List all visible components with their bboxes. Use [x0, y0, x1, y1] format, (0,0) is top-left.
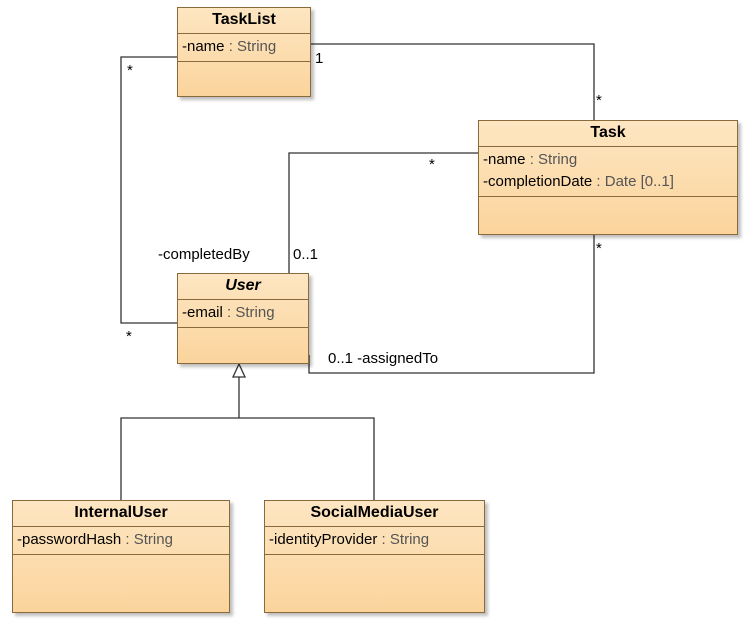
attribute-type: Date [0..1]	[604, 173, 674, 190]
attribute-compartment: -email : String	[178, 300, 308, 328]
attribute-name: -passwordHash	[17, 531, 122, 548]
role-label: 0..1 -assignedTo	[328, 350, 439, 367]
attribute-type: String	[538, 151, 578, 168]
attribute-compartment: -passwordHash : String	[13, 527, 229, 555]
generalization-arrowhead	[231, 362, 247, 378]
attribute-separator: :	[377, 531, 390, 548]
class-internaluser[interactable]: InternalUser -passwordHash : String	[12, 500, 230, 613]
attribute-type: String	[389, 531, 430, 548]
tasklist-user-association	[120, 56, 177, 324]
role-label: -completedBy	[158, 246, 250, 263]
class-task[interactable]: Task -name : String -completionDate : Da…	[478, 120, 738, 235]
attribute-separator: :	[592, 173, 605, 190]
attribute-compartment: -name : String -completionDate : Date [0…	[479, 147, 737, 197]
class-tasklist[interactable]: TaskList -name : String	[177, 7, 311, 97]
attribute-row: -passwordHash : String	[17, 529, 229, 551]
assignedto-association	[308, 235, 595, 374]
attribute-compartment: -identityProvider : String	[265, 527, 484, 555]
attribute-row: -completionDate : Date [0..1]	[483, 171, 737, 193]
attribute-separator: :	[222, 304, 236, 321]
multiplicity-label: *	[596, 92, 602, 109]
attribute-separator: :	[121, 531, 134, 548]
class-socialmediauser[interactable]: SocialMediaUser -identityProvider : Stri…	[264, 500, 485, 613]
attribute-separator: :	[525, 151, 539, 168]
attribute-name: -name	[483, 151, 526, 168]
multiplicity-label: *	[127, 62, 133, 79]
attribute-row: -name : String	[182, 36, 310, 58]
attribute-name: -identityProvider	[269, 531, 378, 548]
multiplicity-label: *	[596, 240, 602, 257]
attribute-row: -identityProvider : String	[269, 529, 484, 551]
tasklist-task-association	[310, 43, 595, 120]
attribute-name: -email	[182, 304, 223, 321]
multiplicity-label: *	[126, 328, 132, 345]
attribute-name: -name	[182, 38, 225, 55]
attribute-name: -completionDate	[483, 173, 593, 190]
class-name: SocialMediaUser	[265, 501, 484, 527]
attribute-row: -email : String	[182, 302, 308, 324]
class-name: InternalUser	[13, 501, 229, 527]
generalization-branches	[120, 417, 375, 500]
attribute-type: String	[133, 531, 173, 548]
attribute-row: -name : String	[483, 149, 737, 171]
multiplicity-label: 1	[315, 50, 324, 67]
multiplicity-label: *	[429, 156, 435, 173]
attribute-separator: :	[224, 38, 238, 55]
class-user[interactable]: User -email : String	[177, 273, 309, 364]
multiplicity-label: 0..1	[293, 246, 319, 263]
class-name: TaskList	[178, 8, 310, 34]
completedby-association	[288, 152, 478, 273]
attribute-type: String	[237, 38, 277, 55]
attribute-compartment: -name : String	[178, 34, 310, 62]
attribute-type: String	[235, 304, 275, 321]
class-name: Task	[479, 121, 737, 147]
class-name: User	[178, 274, 308, 300]
